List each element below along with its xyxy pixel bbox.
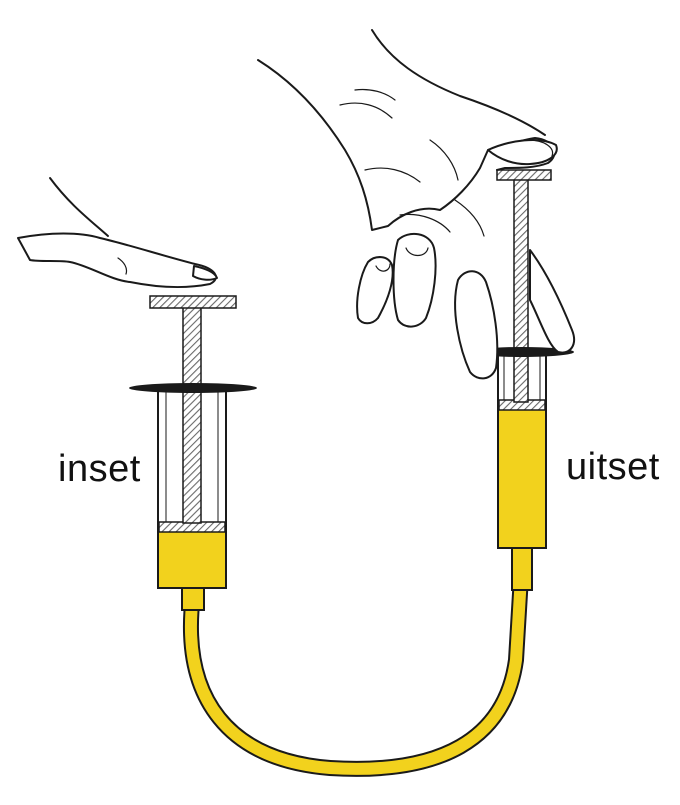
uitset-label: uitset [566, 446, 660, 489]
inset-label: inset [58, 448, 141, 491]
right-syringe-rod [514, 178, 528, 402]
right-syringe-fluid [499, 410, 545, 547]
left-hand-illustration [18, 178, 217, 287]
right-syringe [470, 170, 574, 590]
connecting-tube [191, 560, 522, 769]
left-syringe [129, 296, 257, 610]
left-syringe-rod [183, 305, 201, 523]
left-syringe-fluid [159, 532, 225, 587]
left-syringe-thumb-press [150, 296, 236, 308]
left-syringe-flange [129, 383, 257, 393]
right-syringe-thumb-press [497, 170, 551, 180]
